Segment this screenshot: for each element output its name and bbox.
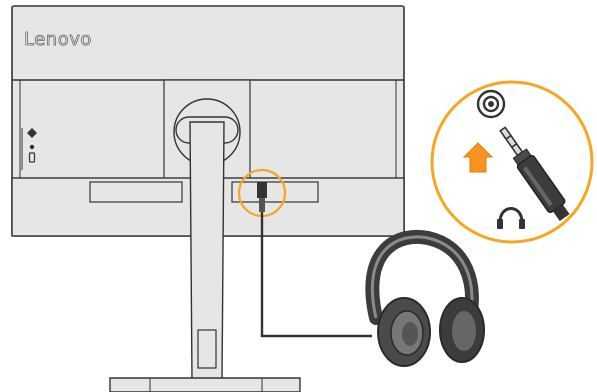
headphone-symbol-icon xyxy=(497,207,525,229)
zoom-callout xyxy=(430,80,594,244)
lenovo-logo: Lenovo xyxy=(24,29,92,50)
headphones-icon xyxy=(365,229,485,367)
stand-base xyxy=(109,377,301,392)
joystick-icon xyxy=(27,128,37,138)
port-bay-right xyxy=(231,181,319,203)
audio-cable xyxy=(257,182,372,338)
audio-plug xyxy=(499,126,570,222)
up-arrow-icon xyxy=(462,142,494,173)
side-buttons xyxy=(21,128,37,170)
monitor-stand xyxy=(109,116,301,392)
port-bay-left xyxy=(89,181,183,203)
headphone-jack-icon xyxy=(476,89,506,119)
